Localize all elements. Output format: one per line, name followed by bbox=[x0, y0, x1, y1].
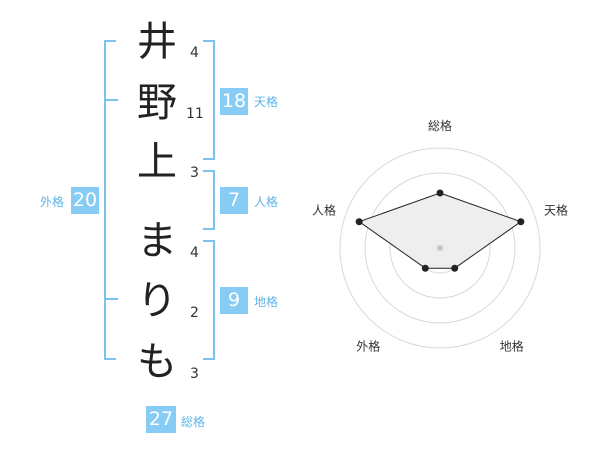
radar-axis-label-2: 天格 bbox=[544, 202, 568, 217]
jinkaku-value-badge: 7 bbox=[220, 187, 248, 214]
radar-point-1 bbox=[436, 189, 444, 197]
radar-area bbox=[358, 192, 522, 269]
gaikaku-bracket bbox=[104, 40, 116, 360]
stroke-count-5: 2 bbox=[190, 305, 199, 321]
radar-axis-label-1: 総格 bbox=[428, 118, 452, 133]
radar-center-dot bbox=[437, 245, 443, 251]
tenkaku-bracket bbox=[203, 40, 215, 160]
tenkaku-label: 天格 bbox=[254, 95, 279, 109]
name-char-2: 野 bbox=[137, 80, 177, 126]
gaikaku-bracket-tick bbox=[104, 99, 118, 101]
name-char-6: も bbox=[137, 339, 177, 385]
gaikaku-bracket-tick bbox=[104, 298, 118, 300]
gaikaku-value-badge: 20 bbox=[71, 187, 99, 214]
soukaku-label: 総格 bbox=[181, 415, 206, 429]
name-char-3: 上 bbox=[137, 139, 177, 185]
chikaku-bracket bbox=[203, 240, 215, 360]
radar-point-4 bbox=[421, 264, 429, 272]
radar-point-2 bbox=[517, 218, 525, 226]
name-char-1: 井 bbox=[137, 19, 177, 65]
gaikaku-label: 外格 bbox=[40, 195, 65, 209]
stroke-count-4: 4 bbox=[190, 245, 199, 261]
radar-point-5 bbox=[355, 218, 363, 226]
name-char-4: ま bbox=[137, 218, 177, 264]
chikaku-value-badge: 9 bbox=[220, 287, 248, 314]
chikaku-label: 地格 bbox=[254, 295, 279, 309]
stroke-count-6: 3 bbox=[190, 366, 199, 382]
radar-ring bbox=[364, 172, 516, 324]
radar-axis-label-5: 人格 bbox=[312, 202, 336, 217]
name-char-5: り bbox=[137, 278, 177, 324]
soukaku-value-badge: 27 bbox=[146, 406, 176, 433]
jinkaku-bracket bbox=[203, 170, 215, 230]
radar-axis-label-4: 外格 bbox=[356, 339, 380, 354]
tenkaku-value-badge: 18 bbox=[220, 88, 248, 115]
stroke-count-2: 11 bbox=[186, 106, 204, 122]
stroke-count-1: 4 bbox=[190, 45, 199, 61]
stroke-count-3: 3 bbox=[190, 165, 199, 181]
radar-ring bbox=[339, 147, 541, 349]
radar-axis-label-3: 地格 bbox=[500, 339, 524, 354]
radar-point-3 bbox=[451, 264, 459, 272]
jinkaku-label: 人格 bbox=[254, 195, 279, 209]
